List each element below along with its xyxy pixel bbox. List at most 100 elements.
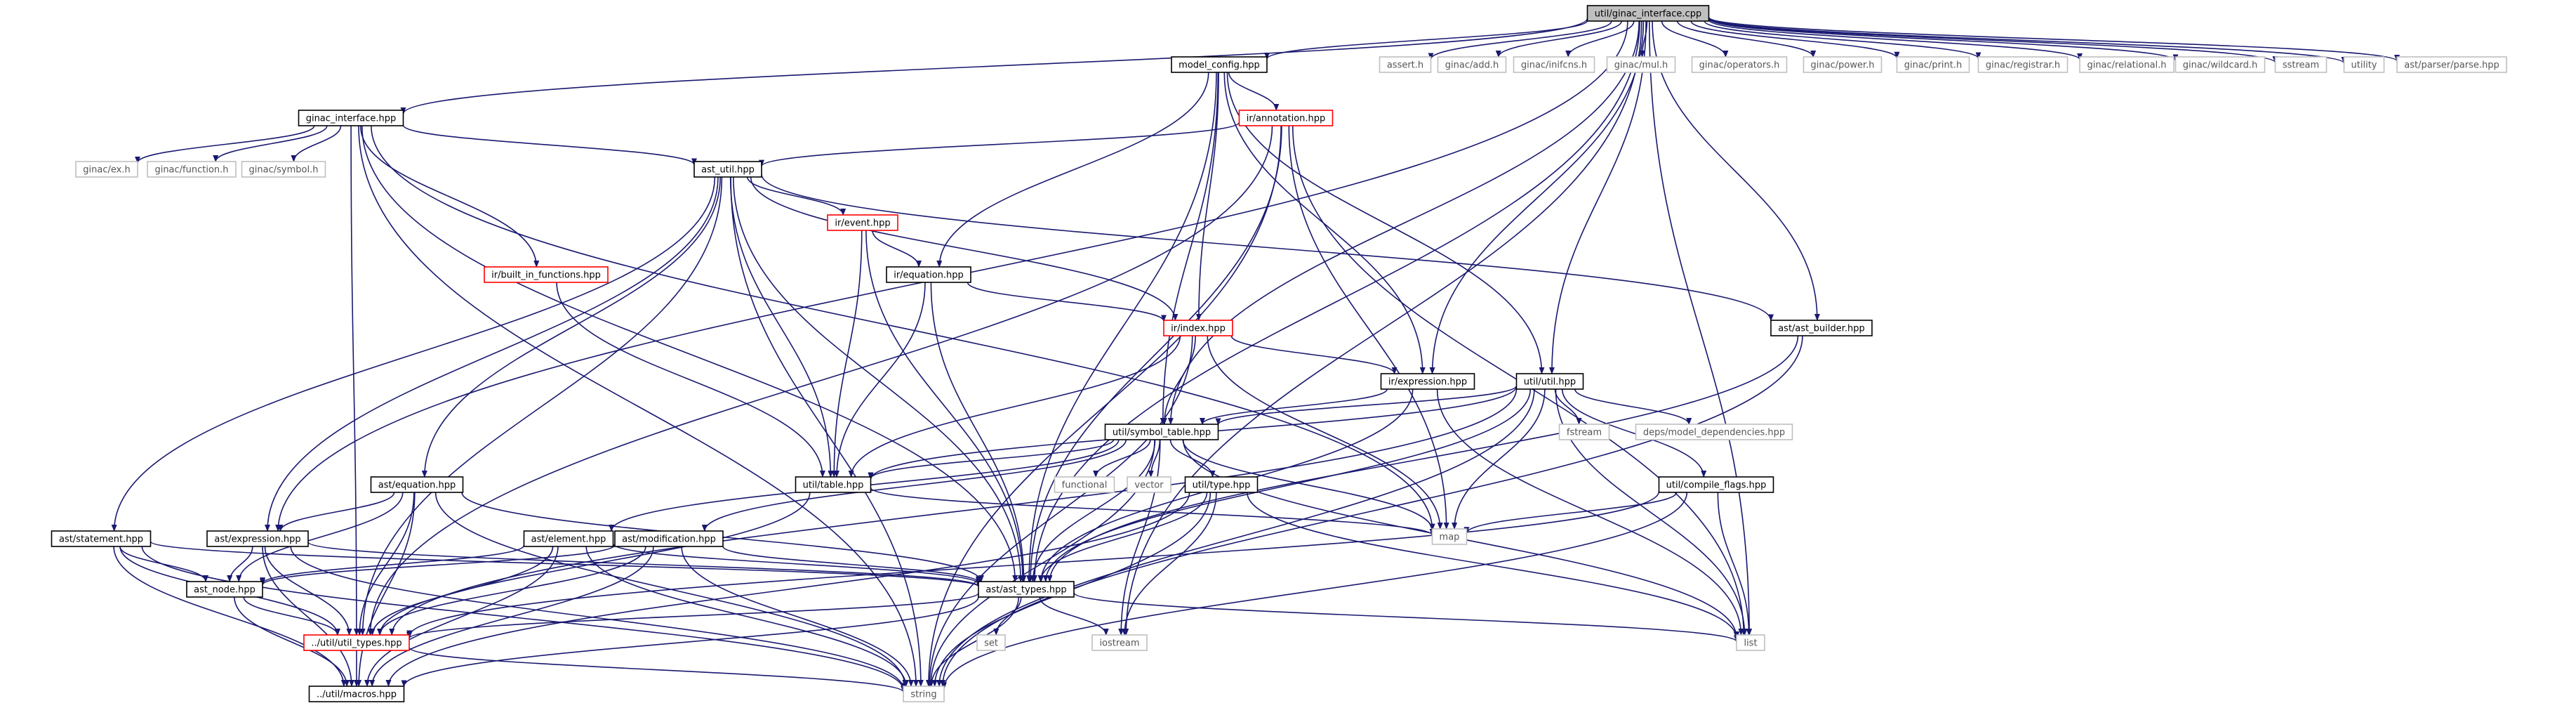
edge-ir-annotation-to-map — [1288, 125, 1449, 530]
node-deps-model: deps/model_dependencies.hpp — [1635, 424, 1793, 440]
node-box — [795, 476, 872, 493]
node-label: ginac/print.h — [1904, 60, 1963, 71]
edge-ir-annotation-to-string — [925, 125, 1282, 687]
node-map: map — [1431, 528, 1468, 545]
node-box — [976, 634, 1006, 651]
edge-util-util-to-deps-model — [1574, 388, 1692, 425]
node-box — [827, 214, 898, 231]
node-ast-expression[interactable]: ast/expression.hpp — [206, 530, 309, 547]
node-root[interactable]: util/ginac_interface.cpp — [1586, 5, 1710, 22]
node-ginac-function: ginac/function.h — [147, 161, 237, 178]
edge-root-to-ginac-wildcard — [1708, 18, 2179, 62]
edge-root-to-ginac-relational — [1708, 19, 2083, 60]
edge-util-util-to-util-symtab — [1215, 385, 1518, 426]
edge-ast-modification-to-util-macros — [369, 546, 654, 687]
node-box — [1431, 528, 1468, 545]
node-box — [206, 530, 309, 547]
node-label: map — [1440, 532, 1460, 543]
node-ast-element[interactable]: ast/element.hpp — [523, 530, 614, 547]
node-label: util/util.hpp — [1524, 377, 1576, 388]
node-box — [75, 161, 138, 178]
node-ginac-add: ginac/add.h — [1437, 56, 1507, 73]
edge-ginac-interface-hpp-to-ginac-symbol — [291, 125, 342, 162]
node-label: ginac/wildcard.h — [2183, 60, 2258, 71]
edge-util-table-to-map — [870, 487, 1435, 536]
node-ast-modification[interactable]: ast/modification.hpp — [614, 530, 724, 547]
edge-util-type-to-iostream — [1122, 492, 1217, 636]
edge-ir-event-to-ir-equation — [872, 230, 922, 268]
node-box — [614, 530, 724, 547]
edge-model-config-to-ir-equation — [936, 72, 1209, 268]
edge-util-util-to-ast-types — [1042, 388, 1532, 582]
edge-root-to-ginac-interface-hpp — [400, 18, 1588, 114]
node-util-compile-flags[interactable]: util/compile_flags.hpp — [1658, 476, 1774, 493]
node-box — [1054, 476, 1115, 493]
edge-ast-util-to-ast-types — [733, 176, 1024, 582]
node-box — [1437, 56, 1507, 73]
node-ginac-interface-hpp[interactable]: ginac_interface.hpp — [298, 110, 404, 126]
edge-ir-annotation-to-ast-util — [759, 122, 1240, 167]
edge-ast-modification-to-ast-types — [722, 546, 981, 584]
edge-ast-equation-to-ast-expression — [277, 492, 395, 532]
node-box — [903, 686, 945, 702]
node-ir-event[interactable]: ir/event.hpp — [827, 214, 898, 231]
node-util-symtab[interactable]: util/symbol_table.hpp — [1104, 424, 1219, 440]
node-util-type[interactable]: util/type.hpp — [1184, 476, 1259, 493]
node-ir-expression[interactable]: ir/expression.hpp — [1380, 373, 1475, 390]
node-label: vector — [1134, 480, 1164, 491]
node-ir-equation[interactable]: ir/equation.hpp — [886, 266, 971, 283]
edge-root-to-ginac-power — [1676, 20, 1817, 58]
node-label: util/ginac_interface.cpp — [1595, 9, 1701, 20]
node-ir-index[interactable]: ir/index.hpp — [1163, 320, 1233, 336]
edge-model-config-to-util-symtab — [1160, 72, 1219, 425]
node-util-util[interactable]: util/util.hpp — [1515, 373, 1584, 390]
node-ast-node[interactable]: ast_node.hpp — [186, 581, 263, 598]
node-ir-builtin[interactable]: ir/built_in_functions.hpp — [484, 266, 609, 283]
edge-ast-types-to-list — [1073, 592, 1739, 643]
edge-util-compile-flags-to-map — [1463, 492, 1678, 535]
edge-util-symtab-to-functional — [1093, 439, 1151, 478]
node-label: ast/ast_types.hpp — [985, 585, 1066, 596]
node-label: set — [984, 638, 998, 649]
edge-ast-equation-to-string — [434, 492, 908, 687]
node-ast-types[interactable]: ast/ast_types.hpp — [978, 581, 1075, 598]
edge-ast-util-to-ir-event — [746, 176, 847, 216]
node-ast-builder[interactable]: ast/ast_builder.hpp — [1770, 320, 1873, 336]
node-box — [1171, 56, 1268, 73]
edge-ginac-interface-hpp-to-ast-types — [361, 125, 1018, 582]
edge-root-to-ir-expression — [1429, 20, 1645, 374]
node-label: ast/element.hpp — [531, 535, 606, 545]
node-ast-equation[interactable]: ast/equation.hpp — [370, 476, 464, 493]
edge-ginac-interface-hpp-to-ast-util — [402, 124, 697, 166]
edge-ast-types-to-string — [928, 596, 1020, 687]
edge-ginac-interface-hpp-to-ginac-ex — [135, 125, 315, 164]
node-ginac-operators: ginac/operators.h — [1691, 56, 1788, 73]
edge-root-to-ginac-operators — [1661, 20, 1729, 58]
edge-ast-util-to-string — [730, 176, 924, 687]
node-label: ast/expression.hpp — [214, 535, 300, 545]
node-ast-util[interactable]: ast_util.hpp — [693, 161, 762, 178]
edge-root-to-ginac-add — [1495, 20, 1622, 58]
node-label: util/type.hpp — [1193, 480, 1251, 491]
edge-root-to-model-config — [1264, 20, 1588, 60]
node-ir-annotation[interactable]: ir/annotation.hpp — [1238, 110, 1334, 126]
node-label: ir/built_in_functions.hpp — [491, 270, 601, 281]
edge-ast-expression-to-ast-node — [227, 546, 253, 582]
node-util-types[interactable]: ../util/util_types.hpp — [303, 634, 410, 651]
node-label: ginac/symbol.h — [249, 165, 319, 176]
node-util-table[interactable]: util/table.hpp — [795, 476, 872, 493]
edge-ast-modification-to-ast-node — [260, 544, 616, 586]
edge-ast-util-to-util-types — [359, 176, 723, 636]
node-ginac-print: ginac/print.h — [1896, 56, 1970, 73]
node-util-macros[interactable]: ../util/macros.hpp — [308, 686, 405, 702]
node-sstream: sstream — [2274, 56, 2328, 73]
edge-ast-element-to-ast-node — [260, 544, 525, 585]
node-model-config[interactable]: model_config.hpp — [1171, 56, 1268, 73]
edge-ir-index-to-util-symtab — [1161, 335, 1196, 425]
node-box — [1163, 320, 1233, 336]
edge-util-symtab-to-iostream — [1118, 439, 1161, 636]
node-ast-statement[interactable]: ast/statement.hpp — [51, 530, 152, 547]
node-box — [1091, 634, 1148, 651]
node-box — [1635, 424, 1793, 440]
edge-ast-builder-to-ast-types — [1047, 335, 1799, 582]
